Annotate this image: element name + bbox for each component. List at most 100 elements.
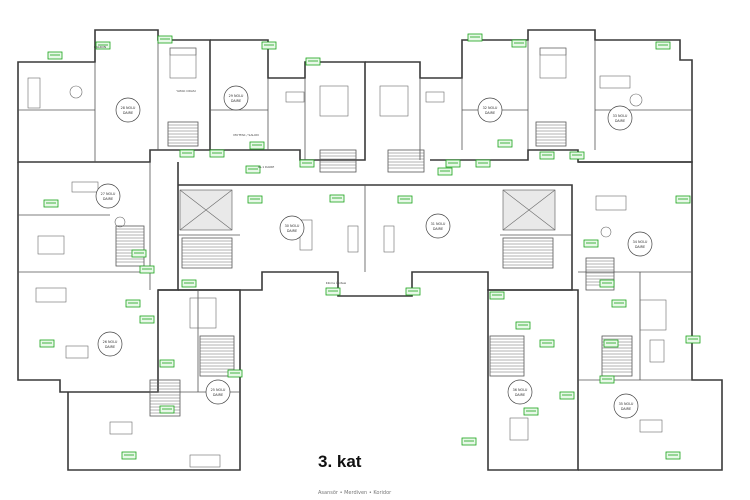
room-labels: YATAK ODASI MUTFAK / SALON BALKON 4+1 DA… [94,45,347,285]
unit-number: 31 NOLU [431,222,446,226]
stair-box [115,225,145,267]
area-tag [245,165,261,174]
area-tag-box [665,451,681,460]
area-tag-box [329,194,345,203]
area-tag-box [261,41,277,50]
area-tag-box [603,339,619,348]
area-tag [249,141,265,150]
area-tag-box [139,315,155,324]
area-tag [139,265,155,274]
area-tag-box [131,249,147,258]
area-tag [569,151,585,160]
area-tag [675,195,691,204]
unit-suffix: DAIRE [635,245,645,249]
area-tag-box [125,299,141,308]
area-tag [39,339,55,348]
area-tag-box [539,151,555,160]
area-tag-box [515,321,531,330]
area-tag-box [39,339,55,348]
area-tag-box [599,375,615,384]
area-tag [599,279,615,288]
area-tag [247,195,263,204]
area-tag-box [249,141,265,150]
area-tag [539,151,555,160]
unit-number: 25 NOLU [211,388,226,392]
unit-number: 32 NOLU [483,106,498,110]
area-tag [515,321,531,330]
area-tag-box [405,287,421,296]
area-tag [461,437,477,446]
area-tag-box [445,159,461,168]
area-tag [305,57,321,66]
area-tag-box [157,35,173,44]
unit-circle-ring [425,213,451,239]
area-tag-box [227,369,243,378]
area-tag [329,194,345,203]
stair-box [601,335,633,377]
area-tag [131,249,147,258]
unit-suffix: DAIRE [615,119,625,123]
area-tag [47,51,63,60]
area-tag [685,335,701,344]
elevators [179,189,556,231]
unit-number: 26 NOLU [103,340,118,344]
stair-box [489,335,525,377]
area-tag-box [95,41,111,50]
area-tag [497,139,513,148]
area-tag [181,279,197,288]
area-tag [511,39,527,48]
area-tag-box [475,159,491,168]
area-tag-box [583,239,599,248]
area-tag-box [247,195,263,204]
area-tag-box [539,339,555,348]
area-tag-box [159,405,175,414]
area-tag-box [43,199,59,208]
unit-circle-ring [507,379,533,405]
area-tag [43,199,59,208]
area-tag-box [47,51,63,60]
area-tag-box [675,195,691,204]
area-tag-box [523,407,539,416]
area-tag-box [461,437,477,446]
building-walls [17,29,723,471]
area-tag-box [569,151,585,160]
area-tag [559,391,575,400]
area-tag [445,159,461,168]
room-label: MUTFAK / SALON [233,133,258,137]
unit-circle-ring [205,379,231,405]
area-tag [179,149,195,158]
unit-circle-ring [223,85,249,111]
area-tag [299,159,315,168]
area-tag [405,287,421,296]
unit-suffix: DAIRE [213,393,223,397]
area-tag-box [179,149,195,158]
stairs [115,121,633,417]
unit-circle-ring [115,97,141,123]
unit-number: 36 NOLU [513,388,528,392]
unit-suffix: DAIRE [287,229,297,233]
area-tag-box [437,167,453,176]
area-tag-box [489,291,505,300]
area-tag [157,35,173,44]
area-tag [437,167,453,176]
area-tag-box [497,139,513,148]
floor-label: 3. kat [318,452,362,471]
unit-number: 34 NOLU [633,240,648,244]
unit-suffix: DAIRE [231,99,241,103]
unit-suffix: DAIRE [103,197,113,201]
room-label: YATAK ODASI [176,89,196,93]
furniture [27,47,667,468]
stair-box [387,149,425,173]
caption: Asansör • Merdiven • Koridor [318,490,392,496]
area-tag-box [611,299,627,308]
area-tag [655,41,671,50]
area-tag-box [121,451,137,460]
area-tag [139,315,155,324]
area-tag [95,41,111,50]
